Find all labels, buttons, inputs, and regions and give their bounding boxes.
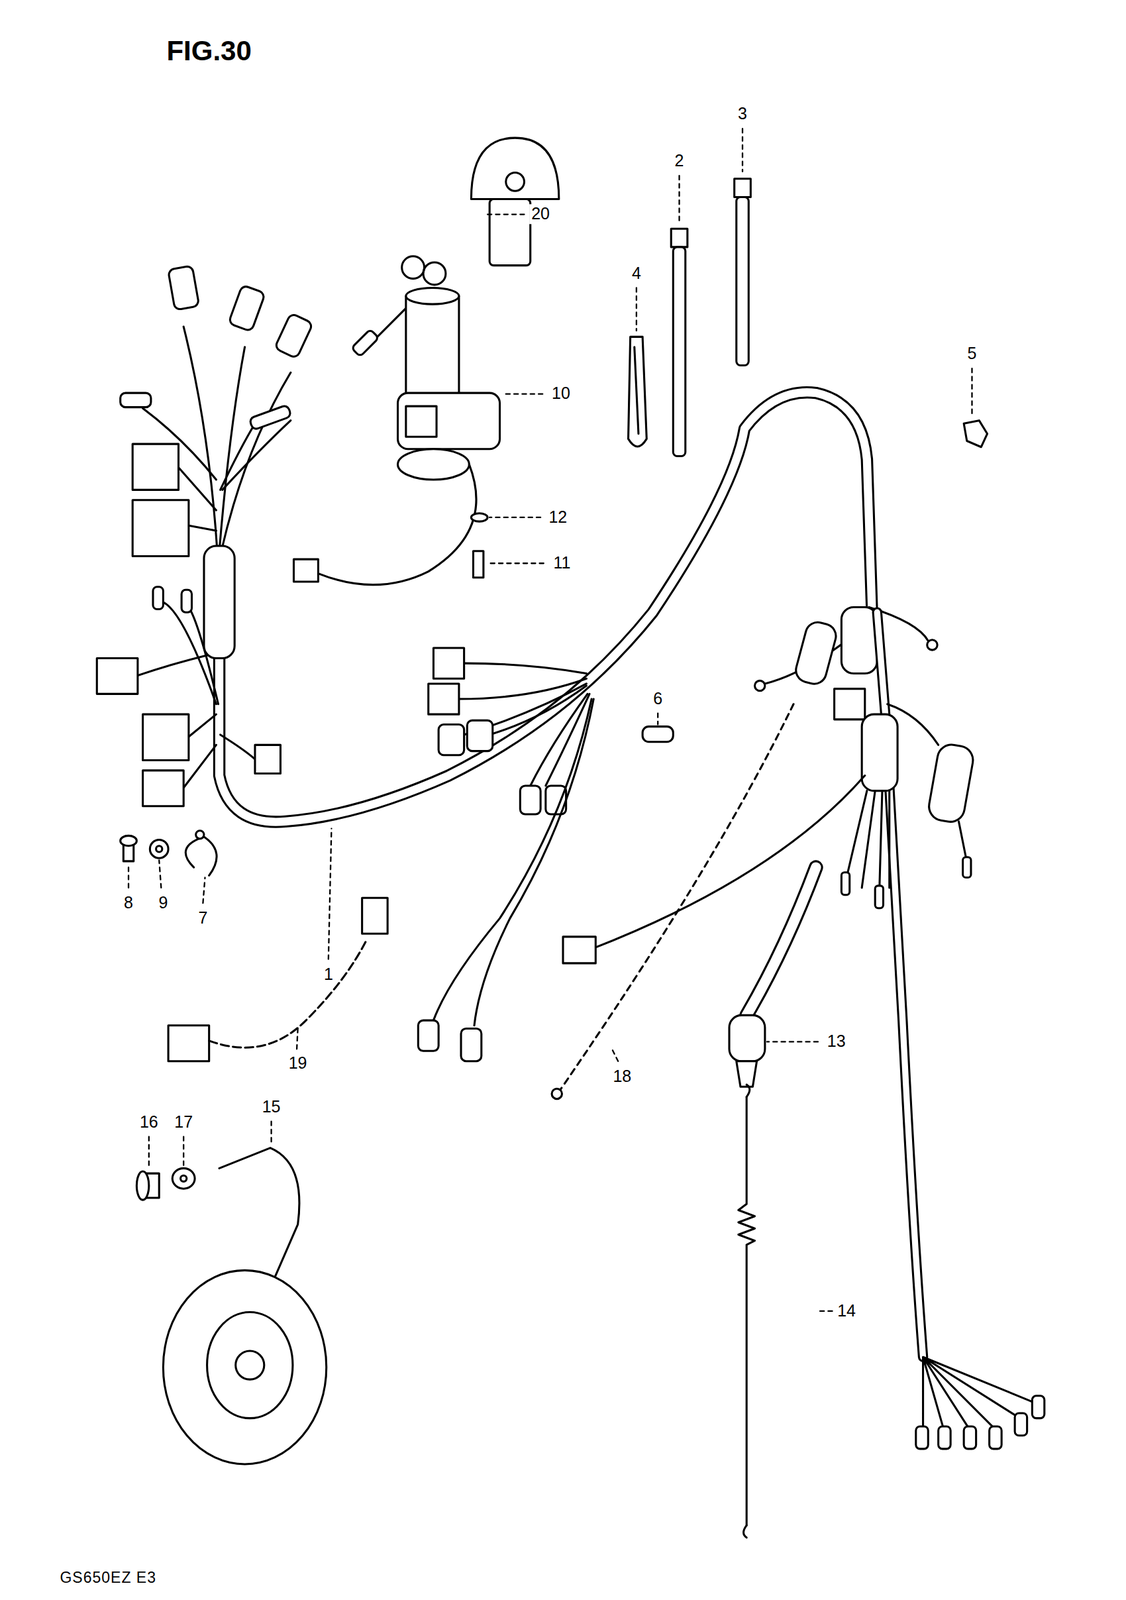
- callout-number: 3: [735, 104, 750, 125]
- callout-number: 19: [286, 1053, 310, 1074]
- callout-number: 4: [629, 263, 644, 284]
- callout-number: 1: [321, 964, 336, 985]
- callout-number: 8: [121, 892, 136, 913]
- callout-number: 6: [651, 688, 665, 709]
- model-code: GS650EZ E3: [57, 1568, 159, 1587]
- callout-number: 18: [610, 1066, 634, 1087]
- callout-number: 17: [172, 1112, 195, 1132]
- callout-number: 14: [835, 1300, 858, 1321]
- callout-number: 20: [529, 204, 552, 225]
- figure-title: FIG.30: [164, 35, 254, 67]
- callout-number: 11: [551, 553, 573, 573]
- callout-number: 10: [549, 384, 573, 405]
- callout-number: 9: [156, 892, 170, 913]
- callout-number: 2: [672, 151, 687, 172]
- callout-number: 13: [825, 1031, 848, 1052]
- callout-number: 15: [260, 1096, 283, 1117]
- callout-number: 12: [546, 507, 569, 528]
- callout-number: 5: [965, 344, 979, 365]
- callout-number: 7: [196, 908, 210, 928]
- callout-number: 16: [137, 1112, 161, 1132]
